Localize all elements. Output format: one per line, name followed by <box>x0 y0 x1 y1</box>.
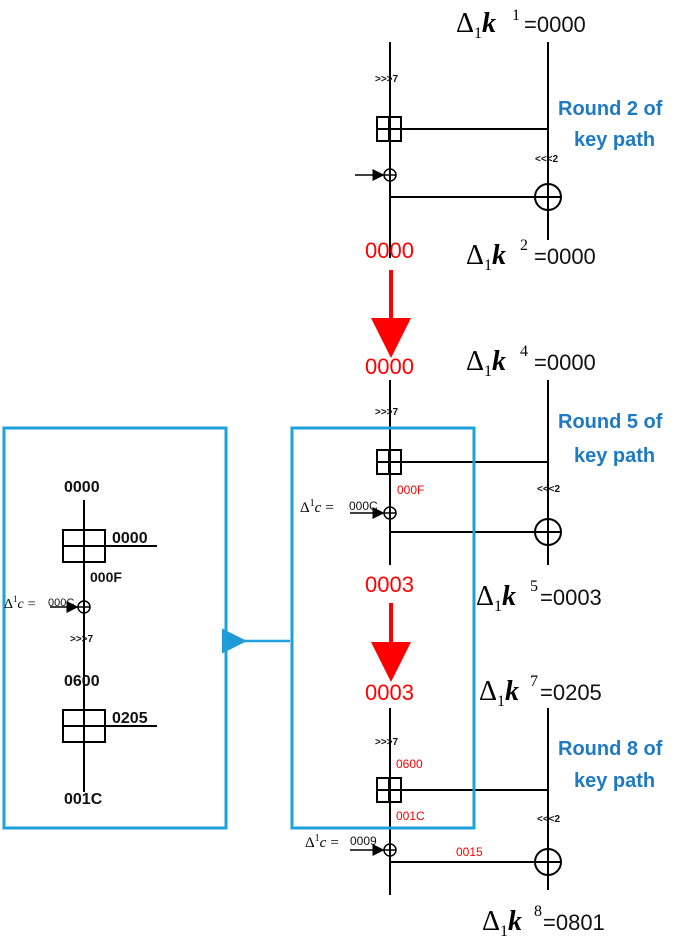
detail-frame <box>2 426 228 830</box>
r8-round-label-1: Round 8 of <box>558 738 663 760</box>
r5-round-label-1: Round 5 of <box>558 411 663 433</box>
r8-box-in: 0600 <box>396 757 423 771</box>
detail-panel: 0000 0000 000F Δ1c= 000C >>>7 0600 0205 … <box>2 426 228 830</box>
r5-diff-out: 0003 <box>365 572 414 597</box>
r5-box-out: 000F <box>397 483 424 497</box>
round2-block: Δ1k 1 =0000 >>>7 <<<2 0000 Δ1k 2 =0000 R… <box>355 7 663 274</box>
detail-bottom-value: 001C <box>64 791 103 808</box>
r8-k-out-value: =0801 <box>543 910 605 935</box>
r8-xor-value: 0015 <box>456 845 483 859</box>
r2-k-out-value: =0000 <box>534 244 596 269</box>
highlight-box <box>290 426 476 830</box>
r8-delta-k-in: Δ1k <box>479 676 519 710</box>
detail-rot: >>>7 <box>70 634 94 645</box>
detail-k-in2: 0205 <box>112 710 148 727</box>
r8-k-in-value: =0205 <box>540 680 602 705</box>
r2-rot-right: >>>7 <box>375 74 399 85</box>
r5-delta-k-in: Δ1k <box>466 346 506 380</box>
r8-c-label: Δ1c= <box>305 833 339 851</box>
r5-diff-in: 0000 <box>365 354 414 379</box>
r5-delta-k-out: Δ1k <box>476 581 516 615</box>
r8-k-out-sup: 8 <box>534 903 542 920</box>
r2-round-label-2: key path <box>574 129 655 151</box>
round8-block: 0003 Δ1k 7 =0205 >>>7 0600 001C <<<2 Δ1c… <box>305 673 663 940</box>
r8-k-in-sup: 7 <box>530 673 538 690</box>
r5-k-out-sup: 5 <box>530 578 538 595</box>
r5-k-out-value: =0003 <box>540 585 602 610</box>
detail-box-out: 000F <box>90 569 122 585</box>
r8-c-value: 0009 <box>350 834 377 848</box>
detail-k-in: 0000 <box>112 530 148 547</box>
r8-rot-left: <<<2 <box>537 814 561 825</box>
r5-rot-left: <<<2 <box>537 484 561 495</box>
r5-c-value: 000C <box>349 499 378 513</box>
r5-rot-right: >>>7 <box>375 407 399 418</box>
r2-k-in-sup: 1 <box>512 7 520 24</box>
r2-delta-k-in: Δ1k <box>456 8 496 42</box>
r8-delta-k-out: Δ1k <box>482 906 522 940</box>
detail-top-value: 0000 <box>64 479 100 496</box>
r5-k-in-sup: 4 <box>520 343 528 360</box>
r8-diff-in: 0003 <box>365 680 414 705</box>
detail-mid-value: 0600 <box>64 673 100 690</box>
r2-rot-left: <<<2 <box>535 154 559 165</box>
r8-rot-right: >>>7 <box>375 737 399 748</box>
r5-c-label: Δ1c= <box>300 498 334 516</box>
r2-delta-k-out: Δ1k <box>466 240 506 274</box>
r2-k-out-sup: 2 <box>520 237 528 254</box>
r2-round-label-1: Round 2 of <box>558 98 663 120</box>
r2-diff-out: 0000 <box>365 238 414 263</box>
detail-c-label: Δ1c= <box>4 594 36 612</box>
r5-k-in-value: =0000 <box>534 350 596 375</box>
r8-round-label-2: key path <box>574 770 655 792</box>
r2-k-in-value: =0000 <box>524 12 586 37</box>
r8-box-out: 001C <box>396 809 425 823</box>
r5-round-label-2: key path <box>574 445 655 467</box>
round5-block: 0000 Δ1k 4 =0000 >>>7 000F <<<2 Δ1c= 000… <box>300 343 663 615</box>
